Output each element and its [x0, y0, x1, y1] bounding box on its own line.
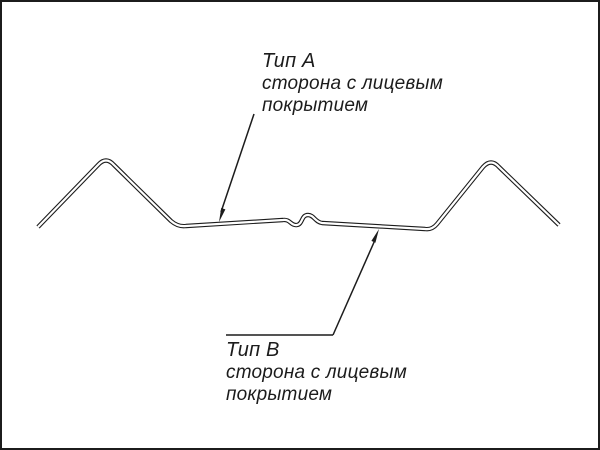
type-a-arrowhead	[219, 208, 226, 222]
label-type-b-title: Тип B	[226, 339, 280, 361]
type-b-arrowhead	[371, 229, 379, 243]
label-type-a-line2: покрытием	[262, 95, 369, 116]
label-type-b: Тип B сторона с лицевым покрытием	[226, 339, 407, 406]
label-type-a: Тип А сторона с лицевым покрытием	[262, 50, 443, 117]
type-a-leader	[219, 113, 255, 222]
label-type-b-line2: покрытием	[226, 384, 333, 405]
label-type-a-line1: сторона с лицевым	[262, 73, 443, 94]
profile-sheet-core	[37, 159, 560, 231]
label-type-b-line1: сторона с лицевым	[226, 362, 407, 383]
type-b-leader-line	[332, 239, 376, 336]
profile-sheet	[36, 158, 561, 232]
type-a-leader-line	[220, 113, 255, 213]
label-type-a-title: Тип А	[262, 50, 316, 72]
type-b-leader	[226, 229, 379, 336]
